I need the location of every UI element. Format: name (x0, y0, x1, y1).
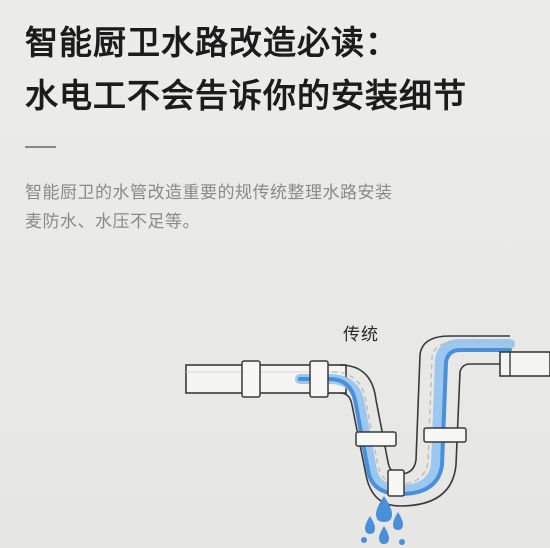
coupling-1 (241, 360, 261, 398)
outlet-pipe (499, 351, 550, 377)
drip-drops-icon (361, 496, 405, 545)
pipe-diagram (185, 335, 550, 545)
pipe-label: 传统 (343, 325, 379, 345)
coupling-2 (309, 360, 329, 398)
description-line-1: 智能厨卫的水管改造重要的规传统整理水路安装 (25, 183, 393, 203)
title-divider (25, 146, 56, 148)
article-title: 智能厨卫水路改造必读： 水电工不会告诉你的安装细节 (25, 16, 535, 122)
leak-joint (387, 469, 405, 497)
coupling-4 (423, 427, 467, 443)
pipe-illustration (0, 300, 550, 548)
description-line-2: 麦防水、水压不足等。 (25, 212, 200, 232)
title-line-1: 智能厨卫水路改造必读： (25, 23, 399, 62)
coupling-3 (355, 431, 397, 447)
article-description: 智能厨卫的水管改造重要的规传统整理水路安装 麦防水、水压不足等。 (25, 179, 475, 237)
title-line-2: 水电工不会告诉你的安装细节 (25, 76, 467, 115)
bend-pipe-outer-outline (339, 363, 510, 507)
